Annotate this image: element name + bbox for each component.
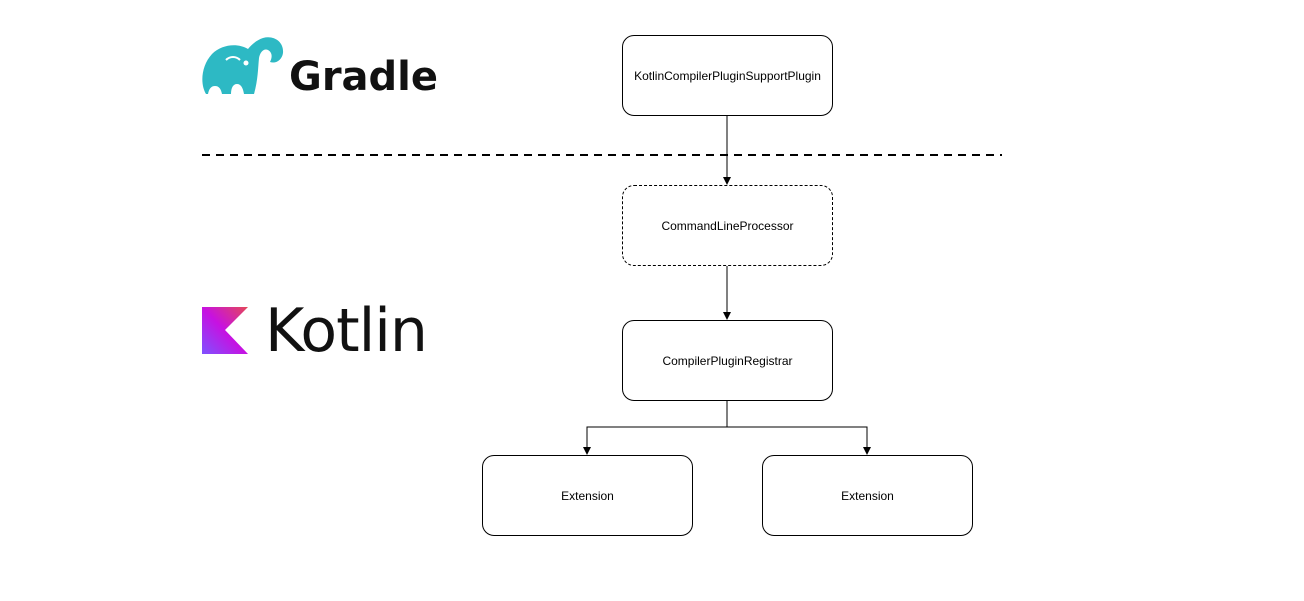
node-command-line-processor: CommandLineProcessor bbox=[622, 185, 833, 266]
node-label: Extension bbox=[561, 488, 614, 503]
node-extension-right: Extension bbox=[762, 455, 973, 536]
node-compiler-plugin-registrar: CompilerPluginRegistrar bbox=[622, 320, 833, 401]
arrow-registrar-to-extension-left bbox=[583, 401, 728, 455]
node-label: CommandLineProcessor bbox=[661, 218, 794, 233]
arrow-registrar-to-extension-right bbox=[726, 401, 871, 455]
node-label: Extension bbox=[841, 488, 894, 503]
gradle-wordmark: Gradle bbox=[289, 54, 439, 100]
node-kotlin-compiler-plugin-support-plugin: KotlinCompilerPluginSupportPlugin bbox=[622, 35, 833, 116]
gradle-elephant-icon bbox=[202, 37, 284, 94]
kotlin-wordmark: Kotlin bbox=[265, 296, 428, 366]
node-label: KotlinCompilerPluginSupportPlugin bbox=[634, 68, 821, 83]
kotlin-logo-icon bbox=[202, 307, 248, 354]
node-label: CompilerPluginRegistrar bbox=[662, 353, 793, 368]
node-extension-left: Extension bbox=[482, 455, 693, 536]
